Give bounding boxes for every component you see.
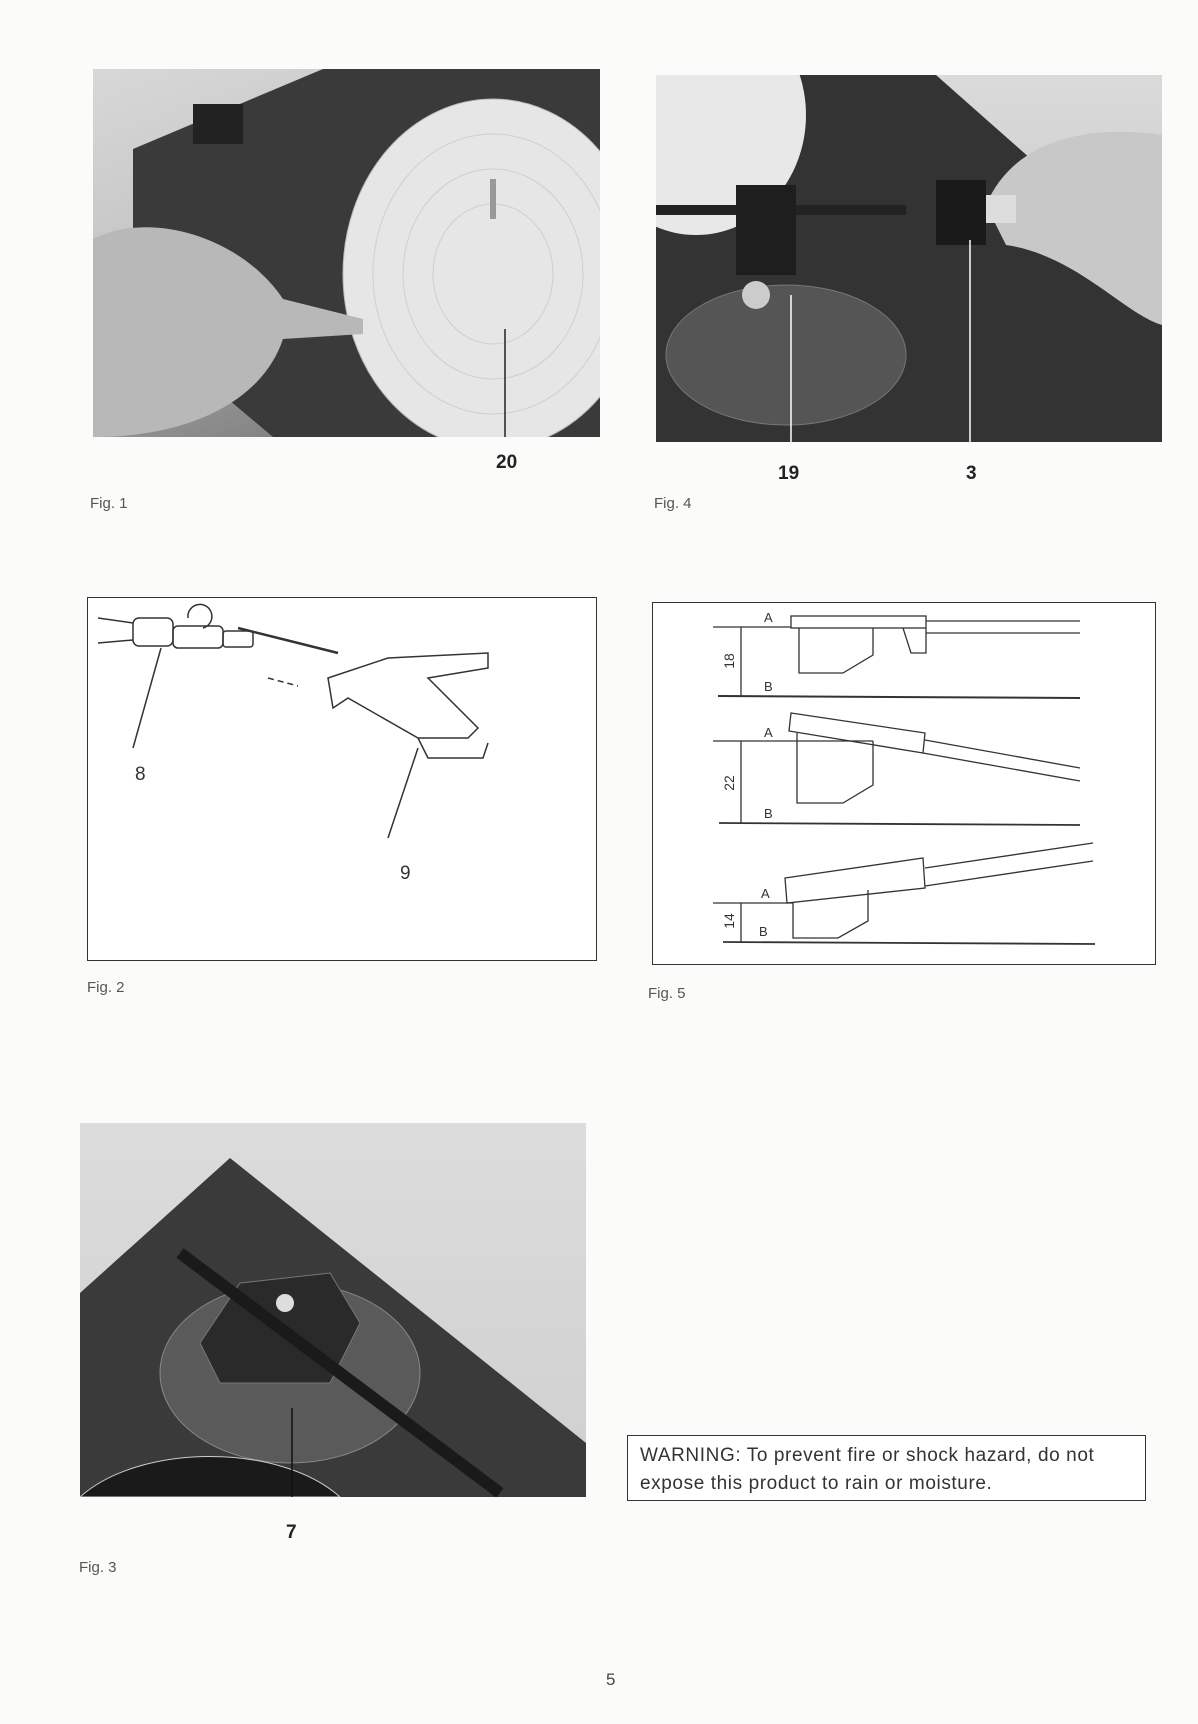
fig5-d3-label-a: A bbox=[761, 886, 770, 901]
fig3-callout-7: 7 bbox=[286, 1522, 297, 1543]
fig2-diagram-frame: 8 9 bbox=[87, 597, 597, 961]
fig5-d3-label-b: B bbox=[759, 924, 768, 939]
fig2-callout-9: 9 bbox=[400, 863, 411, 884]
warning-notice: WARNING: To prevent fire or shock hazard… bbox=[627, 1435, 1146, 1501]
page-number: 5 bbox=[606, 1670, 616, 1689]
fig3-caption: Fig. 3 bbox=[79, 1559, 117, 1576]
fig2-callout-8: 8 bbox=[135, 764, 146, 785]
fig1-callout-20: 20 bbox=[496, 452, 518, 473]
fig5-d1-dimension: 18 bbox=[720, 653, 737, 669]
fig3-illustration bbox=[80, 1158, 586, 1497]
fig1-illustration bbox=[93, 69, 600, 437]
fig4-photo-cartridge-mounting bbox=[656, 75, 1162, 442]
fig4-callout-3: 3 bbox=[966, 463, 977, 484]
fig5-diagram-frame: A B 18 A B 22 A B 14 bbox=[652, 602, 1156, 965]
fig5-cartridge-height-drawing bbox=[713, 615, 1096, 945]
fig1-photo-turntable-platter bbox=[93, 69, 600, 437]
fig4-caption: Fig. 4 bbox=[654, 495, 692, 512]
fig4-illustration bbox=[656, 75, 1162, 442]
fig5-d2-label-a: A bbox=[764, 725, 773, 740]
fig5-caption: Fig. 5 bbox=[648, 985, 686, 1002]
fig5-d1-label-a: A bbox=[764, 610, 773, 625]
fig5-d1-label-b: B bbox=[764, 679, 773, 694]
fig5-d3-dimension: 14 bbox=[720, 913, 737, 929]
fig1-caption: Fig. 1 bbox=[90, 495, 128, 512]
fig2-headshell-connector-drawing bbox=[97, 603, 489, 839]
fig5-d2-label-b: B bbox=[764, 806, 773, 821]
fig3-photo-tonearm-base bbox=[80, 1123, 586, 1497]
fig4-callout-19: 19 bbox=[778, 463, 800, 484]
fig5-d2-dimension: 22 bbox=[720, 775, 737, 791]
fig2-caption: Fig. 2 bbox=[87, 979, 125, 996]
